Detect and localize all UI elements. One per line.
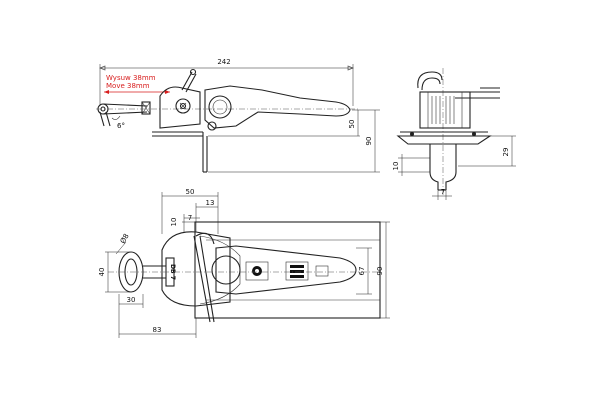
pin-top [193,235,211,323]
travel-note-line1: Wysuw 38mm [106,74,156,82]
plate-text: DB 7 [169,264,176,280]
angle-arc [111,115,121,120]
mount-hole-left [410,132,414,136]
warning-sticker-icon [285,261,309,281]
dim-label-67: 67 [358,267,366,276]
dim-label-83: 83 [153,326,162,334]
dim-label-10-end: 10 [392,162,400,171]
side-view: 242 Wysuw 38mm Move 38mm 6° [96,58,380,173]
end-block [419,91,471,129]
base-plate-side [152,131,208,173]
angle-label: 6° [117,122,125,130]
dim-label-242: 242 [217,58,230,66]
dim-arrows-242 [99,65,354,71]
dim-label-7-end: 7 [441,188,445,196]
mount-hole-right [472,132,476,136]
dim-label-7-top: 7 [188,214,192,222]
dim-label-29: 29 [502,148,510,157]
travel-note-line2: Move 38mm [106,82,150,90]
safety-sticker-icon [245,261,269,281]
dim-label-13: 13 [206,199,215,207]
dim-label-50-top: 50 [186,188,195,196]
grip-slot [315,265,329,277]
handle-top [215,245,357,295]
end-view: 29 10 7 [392,68,516,200]
latch-body [159,68,201,129]
dim-label-90: 90 [365,137,373,146]
body-top [161,231,231,307]
end-base-plate [396,135,492,145]
dim-label-hole: Ø8 [119,232,131,245]
dim-label-50: 50 [348,120,356,129]
top-view: 50 13 10 7 DB 7 [98,188,390,338]
dim-label-30: 30 [127,296,136,304]
hook-assembly: 6° [97,101,151,130]
lever-handle [204,85,351,131]
spring-clip [417,71,443,89]
dim-label-40: 40 [98,268,106,277]
dim-label-10-top: 10 [170,218,178,227]
pivot-top [211,255,241,285]
dim-label-90-top: 90 [376,267,384,276]
base-plate-top [194,221,381,319]
